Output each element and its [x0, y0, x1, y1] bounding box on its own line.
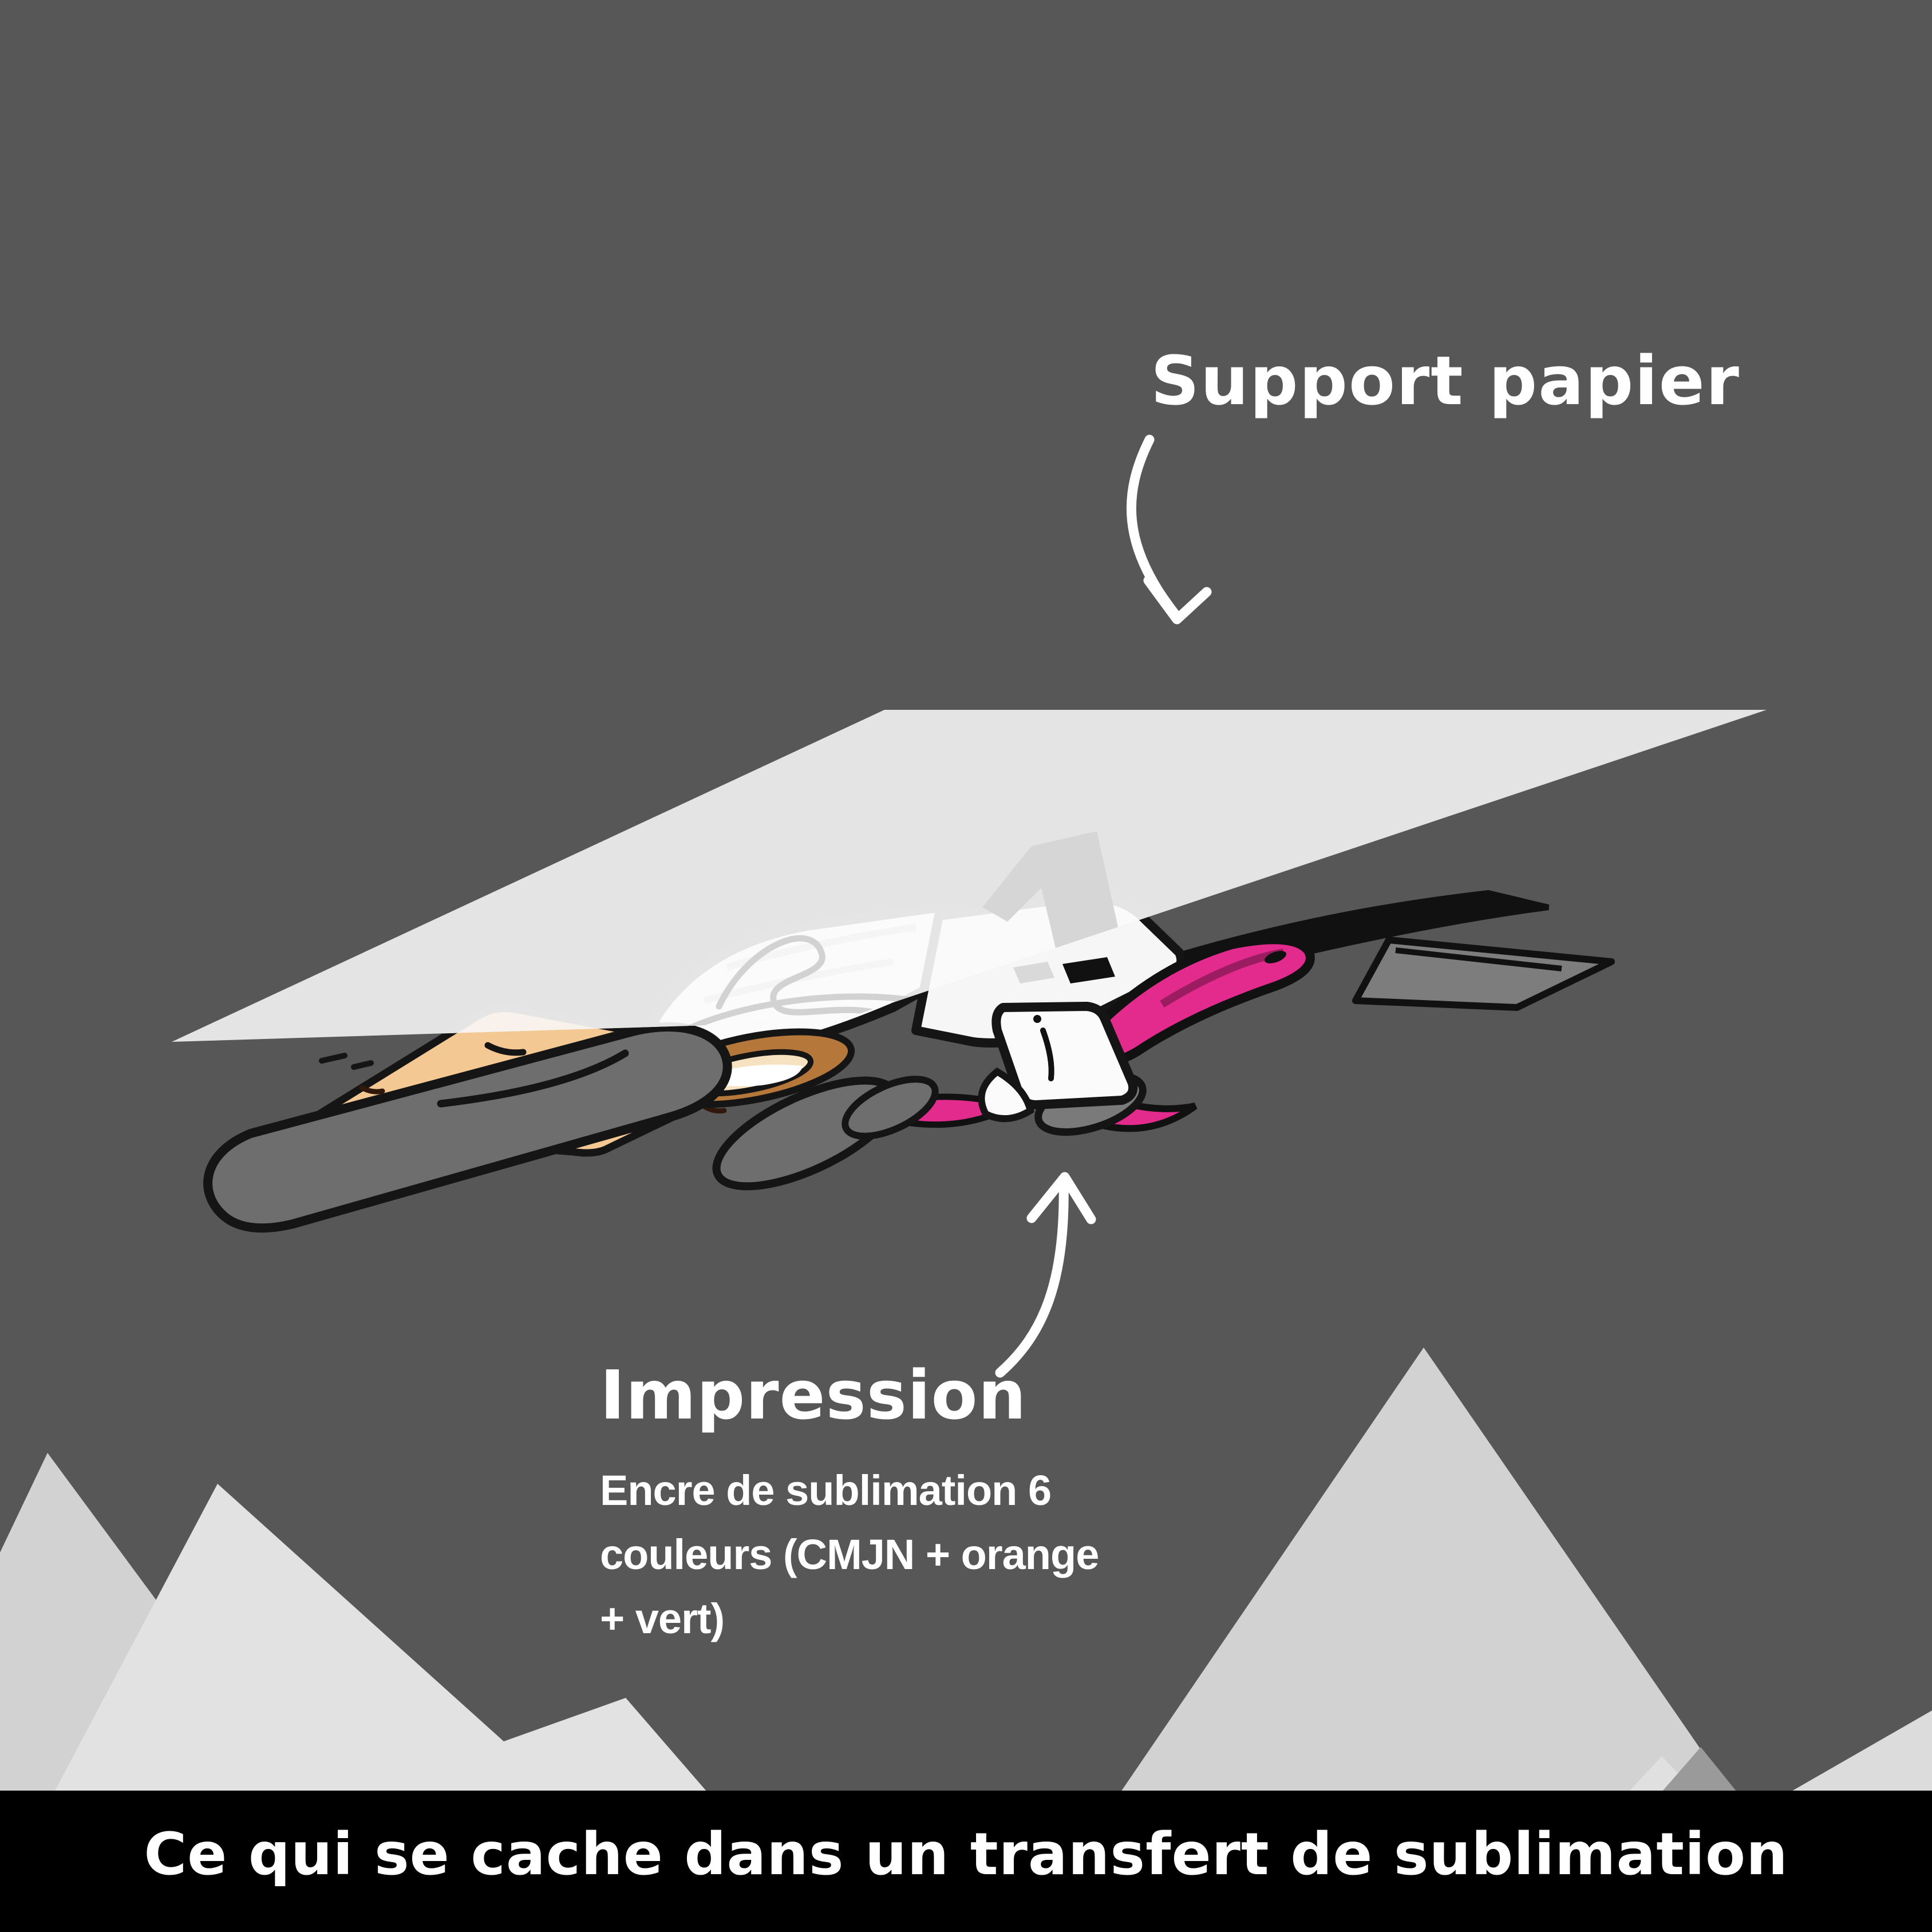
paper-sheet	[172, 710, 1767, 1042]
arrow-up-to-print	[995, 1172, 1096, 1378]
mountain-front-left	[54, 1484, 707, 1792]
mountain-center-right	[1121, 1348, 1730, 1792]
caption-bar: Ce qui se cache dans un transfert de sub…	[0, 1791, 1932, 1932]
mountain-right-corner	[1791, 1710, 1932, 1792]
mountain-small-gray	[1662, 1747, 1737, 1792]
impression-subtext-line1: Encre de sublimation 6	[600, 1467, 1052, 1514]
impression-subtext-line3: + vert)	[600, 1595, 725, 1642]
arrow-down-to-paper	[1126, 434, 1212, 625]
caption-text: Ce qui se cache dans un transfert de sub…	[144, 1820, 1788, 1888]
impression-subtext-line2: couleurs (CMJN + orange	[600, 1531, 1099, 1578]
impression-title: Impression	[600, 1356, 1027, 1435]
impression-annotation: Impression Encre de sublimation 6 couleu…	[600, 1356, 1099, 1651]
impression-subtext: Encre de sublimation 6 couleurs (CMJN + …	[600, 1459, 1099, 1651]
support-papier-label: Support papier	[1151, 341, 1740, 420]
